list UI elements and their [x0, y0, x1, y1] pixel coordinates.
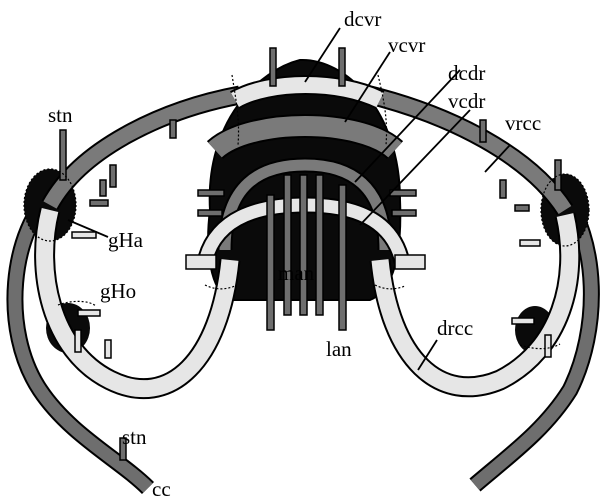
label-gHa: gHa: [108, 228, 144, 252]
label-man: man: [278, 261, 315, 285]
label-dcvr: dcvr: [344, 7, 381, 31]
label-vcdr: vcdr: [448, 89, 485, 113]
label-vcvr: vcvr: [388, 33, 425, 57]
label-cc: cc: [152, 477, 171, 500]
label-vrcc: vrcc: [505, 111, 541, 135]
man-nerve-3: [316, 175, 323, 315]
label-dcdr: dcdr: [448, 61, 485, 85]
label-gHo: gHo: [100, 279, 136, 303]
man-nerve-2: [300, 175, 307, 315]
label-stn-bottom: stn: [122, 425, 147, 449]
lan-nerve-right: [339, 185, 346, 330]
label-lan: lan: [326, 337, 352, 361]
man-nerve-1: [284, 175, 291, 315]
label-stn-top: stn: [48, 103, 73, 127]
lan-nerve-left: [267, 195, 274, 330]
label-drcc: drcc: [437, 316, 473, 340]
